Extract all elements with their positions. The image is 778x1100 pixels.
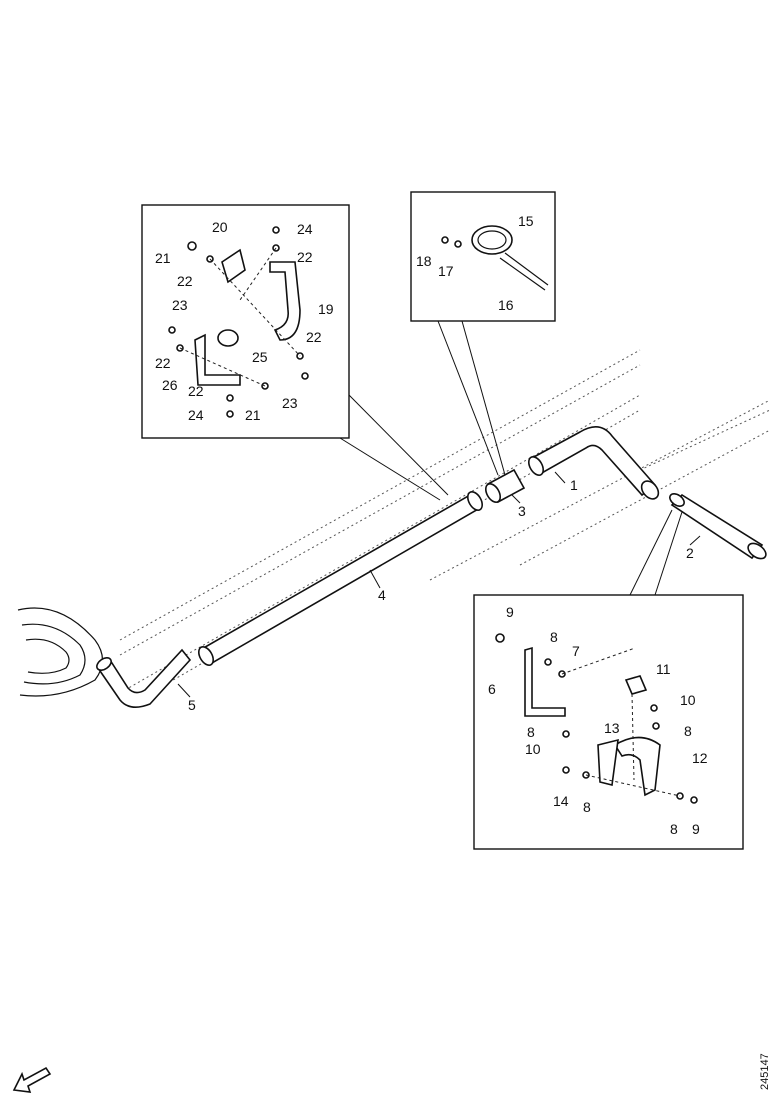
callout-9-bottom: 9 (692, 821, 700, 837)
callout-labels: 1 2 3 4 5 20 24 21 22 22 23 19 22 22 25 … (155, 213, 708, 837)
callout-8-a: 8 (550, 629, 558, 645)
callout-9-top: 9 (506, 604, 514, 620)
callout-22-a: 22 (297, 249, 313, 265)
callout-20: 20 (212, 219, 228, 235)
callout-11: 11 (656, 661, 671, 677)
callout-2: 2 (686, 545, 694, 561)
sleeve-3 (484, 468, 526, 504)
callout-18: 18 (416, 253, 432, 269)
pipe-4 (197, 491, 484, 666)
direction-arrow-icon (12, 1066, 52, 1093)
diagram-id: 245147 (759, 1053, 771, 1090)
callout-8-d: 8 (583, 799, 591, 815)
callout-5: 5 (188, 697, 196, 713)
callout-22-e: 22 (188, 383, 204, 399)
callout-leaders (177, 471, 701, 698)
callout-25: 25 (252, 349, 268, 365)
callout-4: 4 (378, 587, 386, 603)
callout-26: 26 (162, 377, 178, 393)
callout-24-bottom: 24 (188, 407, 204, 423)
callout-1: 1 (570, 477, 578, 493)
detail-box-hanger-assembly (473, 509, 744, 850)
callout-21-bottom: 21 (245, 407, 261, 423)
axle-hub-outline (17, 607, 104, 697)
callout-14: 14 (553, 793, 569, 809)
detail-box-clamp (410, 191, 556, 476)
callout-8-c: 8 (527, 724, 535, 740)
callout-21-top: 21 (155, 250, 171, 266)
callout-10-left: 10 (525, 741, 541, 757)
callout-15: 15 (518, 213, 534, 229)
callout-16: 16 (498, 297, 514, 313)
callout-22-b: 22 (177, 273, 193, 289)
pipe-1 (527, 426, 660, 500)
callout-24-top: 24 (297, 221, 313, 237)
callout-7: 7 (572, 643, 580, 659)
callout-19: 19 (318, 301, 334, 317)
callout-23-bottom: 23 (282, 395, 298, 411)
callout-6: 6 (488, 681, 496, 697)
callout-10-right: 10 (680, 692, 696, 708)
pipe-2 (669, 493, 767, 560)
detail-box-bracket-assembly (141, 204, 449, 501)
callout-17: 17 (438, 263, 454, 279)
callout-23-top: 23 (172, 297, 188, 313)
callout-22-c: 22 (306, 329, 322, 345)
callout-8-b: 8 (684, 723, 692, 739)
callout-22-d: 22 (155, 355, 171, 371)
callout-12: 12 (692, 750, 708, 766)
pipe-5 (96, 648, 192, 708)
callout-3: 3 (518, 503, 526, 519)
callout-8-e: 8 (670, 821, 678, 837)
callout-13: 13 (604, 720, 620, 736)
